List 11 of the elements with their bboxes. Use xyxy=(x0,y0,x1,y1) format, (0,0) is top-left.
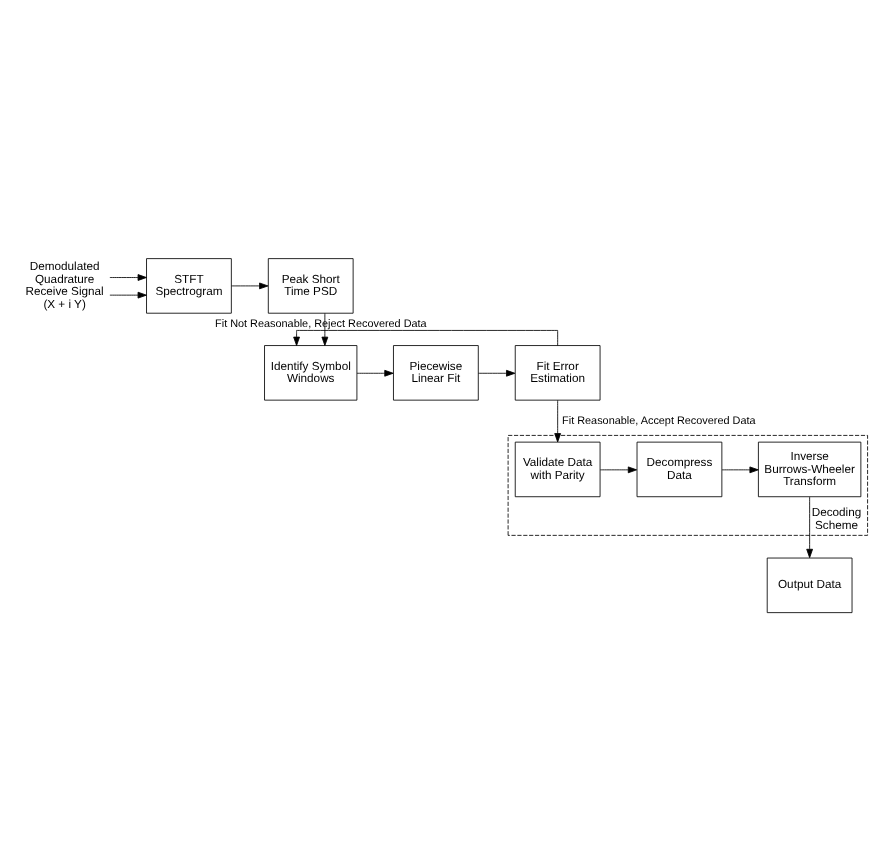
arrow xyxy=(356,368,394,376)
arrow xyxy=(321,312,329,345)
arrow xyxy=(478,368,516,376)
arrow xyxy=(806,495,813,558)
arrow xyxy=(231,281,269,289)
arrow xyxy=(554,398,561,442)
arrow xyxy=(721,465,759,473)
arrow xyxy=(109,273,147,280)
arrow xyxy=(599,465,638,473)
arrow xyxy=(293,329,559,345)
arrow xyxy=(109,290,147,298)
